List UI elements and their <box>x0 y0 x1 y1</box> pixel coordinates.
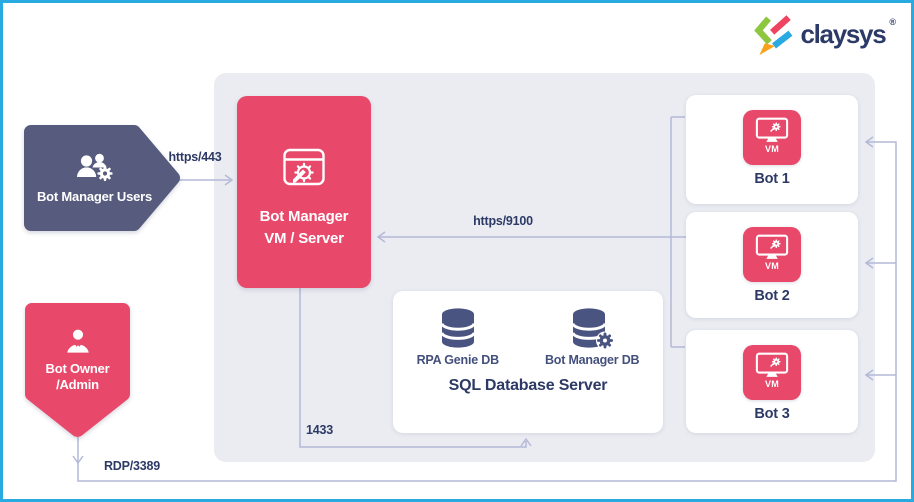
users-gear-icon <box>76 153 113 181</box>
vm-tile: VM <box>743 345 801 400</box>
database-label: Bot Manager DB <box>544 353 640 367</box>
bot-label: Bot 3 <box>754 406 790 422</box>
vm-tile: VM <box>743 110 801 165</box>
registered-trademark: ® <box>889 17 896 27</box>
node-label: Bot Manager Users <box>36 188 153 204</box>
node-label: VM / Server <box>264 230 344 247</box>
bot-label: Bot 1 <box>754 171 790 187</box>
sql-server-title: SQL Database Server <box>448 377 608 394</box>
claysys-logo-mark-icon <box>754 15 793 56</box>
vm-tile: VM <box>743 227 801 282</box>
database-label: RPA Genie DB <box>416 353 500 367</box>
logo-wordmark: claysys <box>800 19 886 49</box>
vm-monitor-icon <box>755 352 789 377</box>
database-rpa-genie: RPA Genie DB <box>417 306 499 367</box>
vm-label: VM <box>765 261 779 271</box>
node-bot-manager-users: Bot Manager Users <box>24 125 165 231</box>
database-bot-manager: Bot Manager DB <box>544 306 640 367</box>
vm-monitor-icon <box>755 117 789 142</box>
node-bot-3: VM Bot 3 <box>686 330 858 433</box>
node-bot-2: VM Bot 2 <box>686 212 858 318</box>
vm-label: VM <box>765 144 779 154</box>
node-bot-manager-users-shape <box>24 125 180 231</box>
wire-label-1433: 1433 <box>306 423 334 437</box>
vm-monitor-icon <box>755 234 789 259</box>
bot-label: Bot 2 <box>754 288 790 304</box>
wire-label-rdp-3389: RDP/3389 <box>103 459 161 473</box>
node-bot-1: VM Bot 1 <box>686 95 858 204</box>
node-bot-manager-vm-server: Bot Manager VM / Server <box>237 96 371 288</box>
app-window-gear-icon <box>283 148 325 186</box>
node-sql-database-server: RPA Genie DB <box>393 291 663 433</box>
vm-label: VM <box>765 379 779 389</box>
node-label: /Admin <box>56 377 99 392</box>
node-label: Bot Owner <box>45 361 110 376</box>
node-bot-owner-shape <box>25 303 130 437</box>
person-icon <box>66 329 89 353</box>
wire-label-https-9100: https/9100 <box>473 214 533 228</box>
wire-label-https-443: https/443 <box>168 150 222 164</box>
database-icon <box>440 308 476 348</box>
claysys-logo: claysys ® <box>753 13 896 56</box>
database-gear-icon <box>571 308 615 350</box>
node-label: Bot Manager <box>259 208 349 225</box>
node-bot-owner-admin: Bot Owner /Admin <box>25 303 130 393</box>
